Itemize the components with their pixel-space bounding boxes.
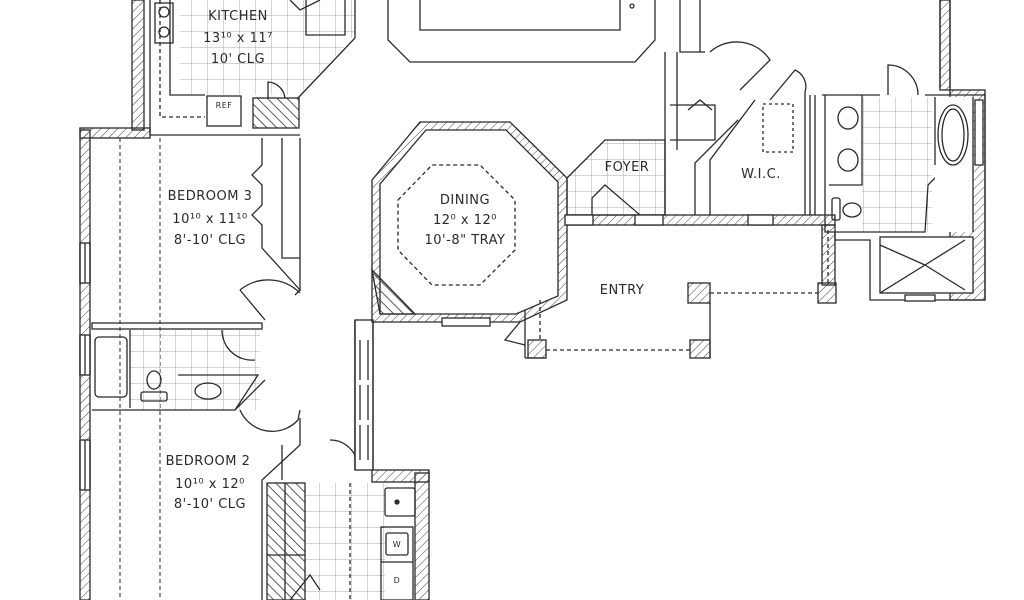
entry-label: ENTRY	[599, 283, 645, 298]
laundry	[266, 469, 430, 600]
dining-ceiling: 10'-8" TRAY	[424, 233, 506, 248]
bathtub	[94, 336, 128, 398]
master-bath	[822, 64, 986, 302]
dining	[370, 121, 568, 346]
refrigerator-label: REF	[215, 101, 233, 110]
master-tub	[937, 104, 969, 166]
kitchen	[131, 0, 356, 136]
hall-wall	[354, 319, 374, 471]
dining-label: DINING	[439, 193, 491, 208]
great-room	[387, 0, 705, 63]
bedroom3-ceiling: 8'-10' CLG	[173, 233, 247, 248]
left-wing-walls	[79, 127, 359, 600]
bedroom2-ceiling: 8'-10' CLG	[173, 497, 247, 512]
dining-size: 12⁰ x 12⁰	[433, 213, 497, 228]
bedroom3-label: BEDROOM 3	[167, 189, 253, 204]
wic-label: W.I.C.	[741, 167, 781, 182]
laundry-sink	[384, 487, 416, 517]
refrigerator	[206, 95, 242, 127]
kitchen-label: KITCHEN	[208, 9, 268, 24]
kitchen-ceiling: 10' CLG	[210, 52, 266, 67]
wic	[664, 0, 951, 215]
kitchen-size: 13¹⁰ x 11⁷	[203, 31, 273, 46]
foyer-label: FOYER	[604, 160, 650, 175]
bedroom3-size: 10¹⁰ x 11¹⁰	[172, 212, 248, 227]
washer-label: W	[392, 540, 402, 549]
washer	[385, 532, 409, 556]
dryer-label: D	[393, 576, 401, 585]
foyer	[566, 139, 666, 216]
bedroom2-label: BEDROOM 2	[165, 454, 251, 469]
entry	[524, 214, 837, 359]
bedroom2-size: 10¹⁰ x 12⁰	[175, 477, 245, 492]
